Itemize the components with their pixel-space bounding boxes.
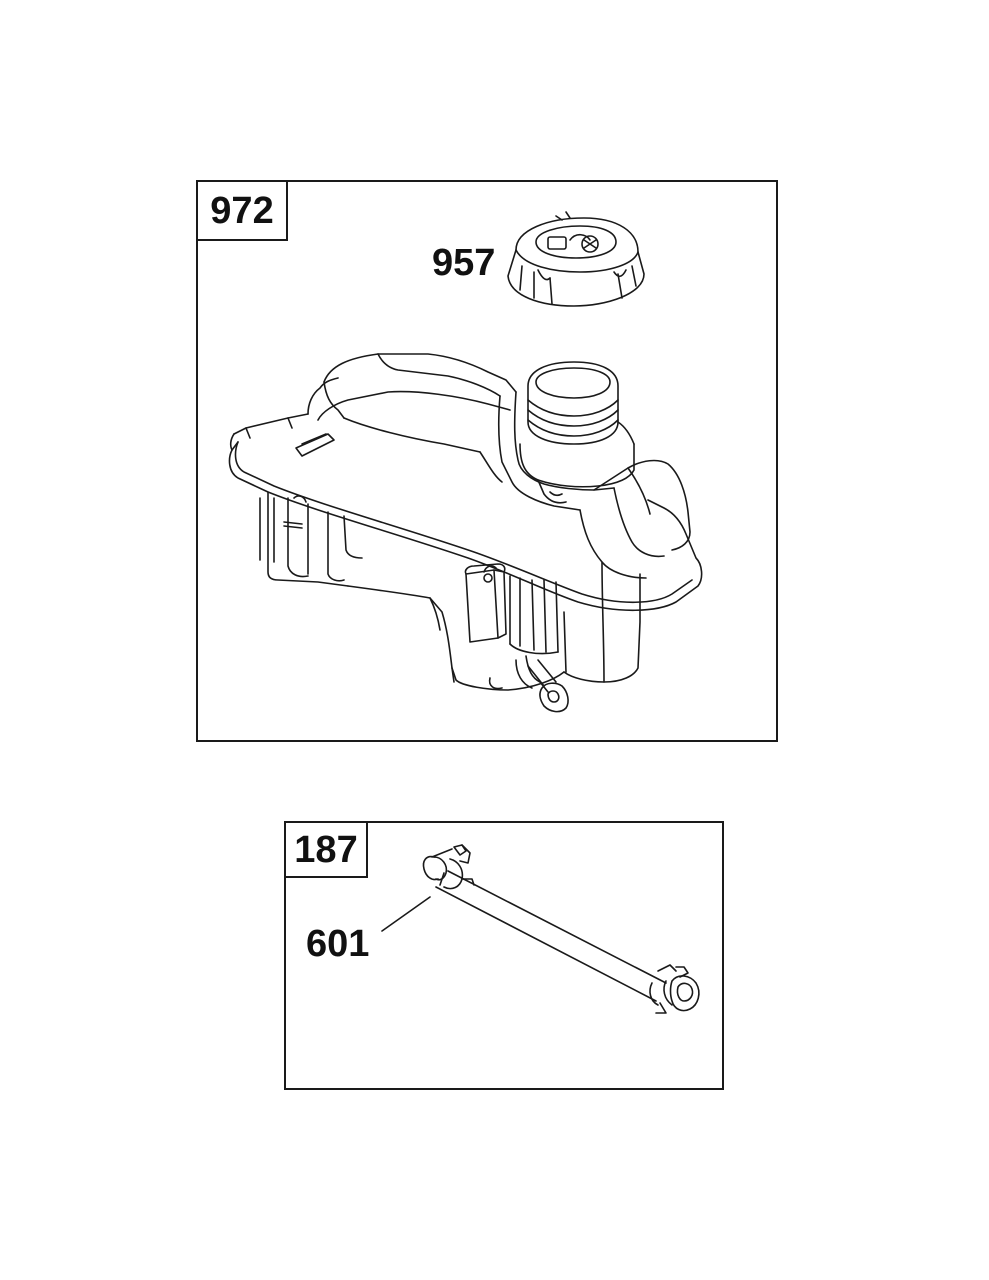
leader-line [382,897,430,931]
assembly-panel-187: 187 601 [284,821,724,1090]
assembly-panel-972: 972 957 [196,180,778,742]
assembly-number-label: 187 [286,823,368,878]
fuel-line-drawing [286,823,726,1092]
fuel-tank-icon [230,354,702,712]
fuel-line-icon [423,845,698,1013]
fuel-cap-icon [508,212,644,306]
part-callout-fuel-line: 601 [306,923,370,965]
assembly-number-label: 972 [198,182,288,241]
fuel-tank-assembly-drawing [198,182,780,744]
part-callout-fuel-cap: 957 [432,242,496,284]
